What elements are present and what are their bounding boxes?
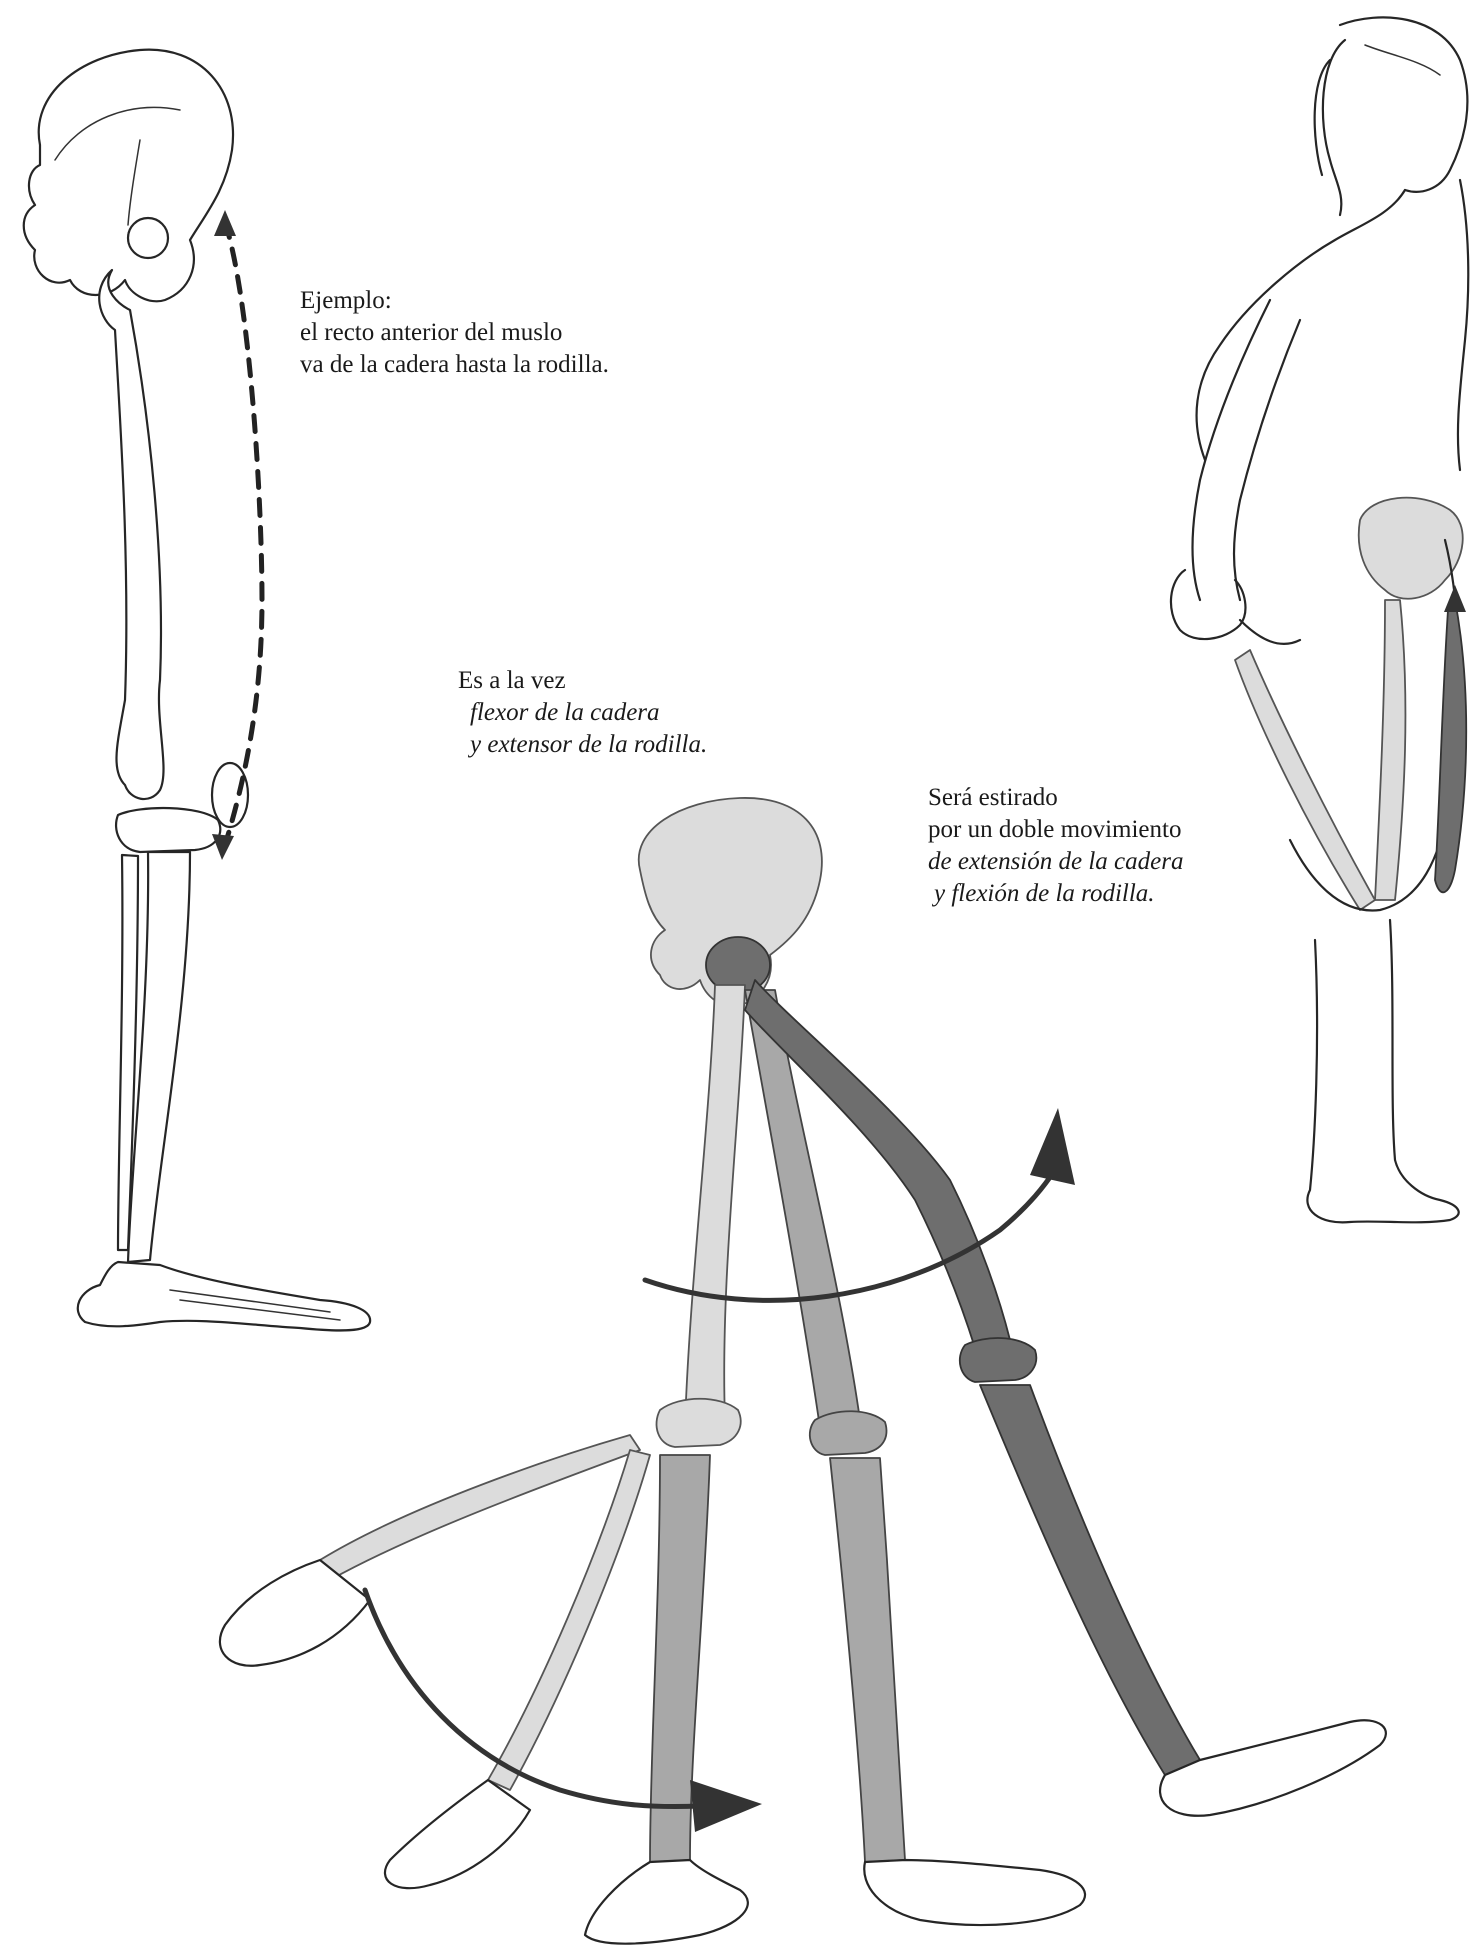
standing-figure xyxy=(1171,17,1468,1222)
femur-bone xyxy=(99,270,163,799)
tibia-dark xyxy=(980,1385,1200,1775)
caption-example-line1: Ejemplo: xyxy=(300,285,609,317)
arrow-up-icon xyxy=(214,210,236,236)
foot-5 xyxy=(1160,1720,1386,1816)
knee-light xyxy=(656,1399,740,1447)
rectus-femoris-muscle xyxy=(1435,600,1466,892)
figure-head xyxy=(1340,17,1467,191)
figure-hand xyxy=(1171,570,1246,639)
caption-stretch: Será estirado por un doble movimiento de… xyxy=(928,782,1183,910)
caption-dual-role-line2: flexor de la cadera xyxy=(458,697,707,729)
caption-dual-role: Es a la vez flexor de la cadera y extens… xyxy=(458,665,707,761)
tibia-flexed-2 xyxy=(488,1450,650,1790)
foot-3 xyxy=(585,1860,748,1944)
caption-example-line3: va de la cadera hasta la rodilla. xyxy=(300,349,609,381)
hip-extension-arrowhead-icon xyxy=(1030,1108,1075,1185)
figure-arm xyxy=(1193,300,1301,600)
ponytail xyxy=(1315,40,1345,215)
caption-example-line2: el recto anterior del muslo xyxy=(300,317,609,349)
pelvis-bone xyxy=(24,50,233,302)
figure-held-foot xyxy=(1240,620,1300,644)
standing-leg-skeleton xyxy=(24,50,370,1331)
caption-example: Ejemplo: el recto anterior del muslo va … xyxy=(300,285,609,381)
figure-standing-leg xyxy=(1307,920,1458,1222)
stretch-arrow-icon xyxy=(1444,585,1466,612)
tibia-plateau xyxy=(116,808,220,852)
patella xyxy=(212,763,248,827)
femur-light xyxy=(685,985,745,1425)
caption-stretch-line4: y flexión de la rodilla. xyxy=(928,878,1183,910)
caption-stretch-line2: por un doble movimiento xyxy=(928,814,1183,846)
figure-back xyxy=(1197,190,1405,460)
knee-flexion-arrowhead-icon xyxy=(690,1780,762,1832)
rectus-femoris-dashed-line xyxy=(225,222,262,845)
knee-dark xyxy=(960,1338,1037,1382)
caption-stretch-line3: de extensión de la cadera xyxy=(928,846,1183,878)
caption-dual-role-line1: Es a la vez xyxy=(458,665,707,697)
figure-bent-thigh xyxy=(1290,540,1459,910)
tibia-mid-2 xyxy=(830,1458,905,1862)
femur-head xyxy=(128,218,168,258)
foot-1 xyxy=(220,1560,370,1666)
figure-femur xyxy=(1375,600,1405,900)
foot-2 xyxy=(385,1780,530,1888)
arrow-down-icon xyxy=(212,834,234,860)
figure-tibia xyxy=(1235,650,1375,910)
caption-stretch-line1: Será estirado xyxy=(928,782,1183,814)
knee-mid xyxy=(810,1411,887,1455)
foot-4 xyxy=(864,1860,1085,1925)
moving-leg-sequence xyxy=(220,798,1386,1944)
caption-dual-role-line3: y extensor de la rodilla. xyxy=(458,729,707,761)
foot-bones xyxy=(78,1262,370,1330)
figure-torso-front xyxy=(1458,180,1468,470)
